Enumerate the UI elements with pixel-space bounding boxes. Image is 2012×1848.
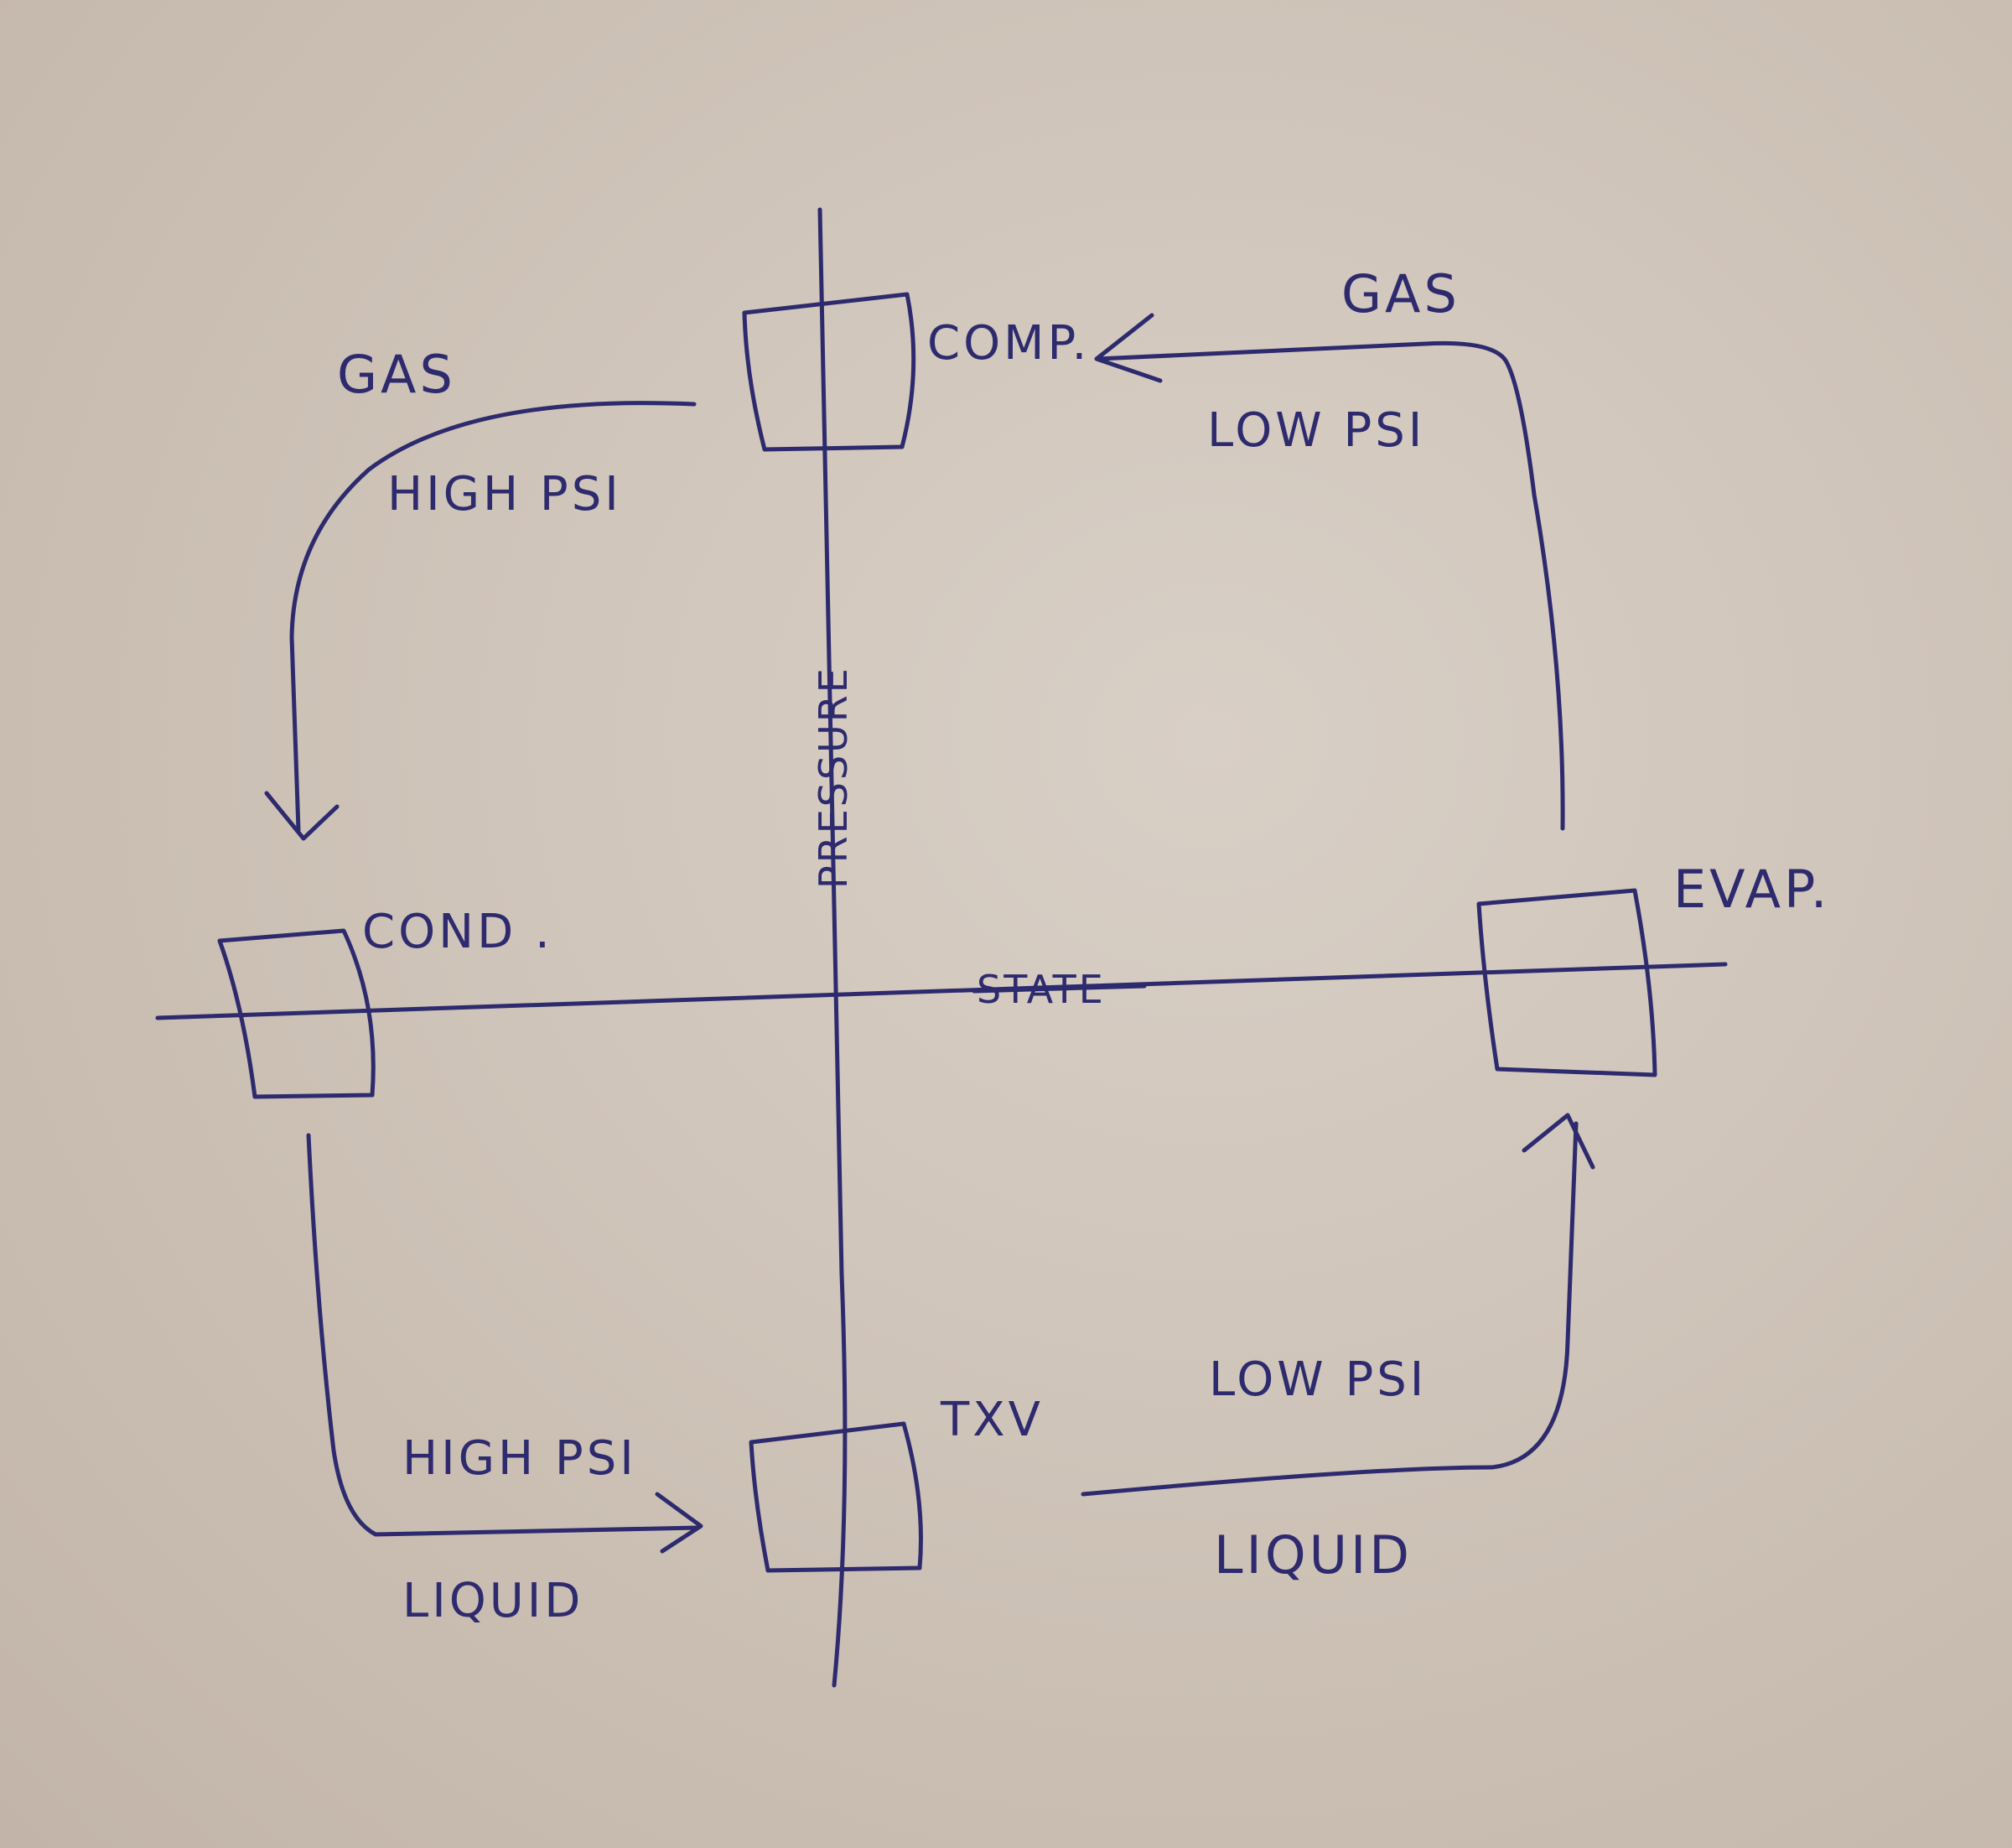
compressor-label: COMP. xyxy=(927,316,1090,371)
flow-arrow-txv-to-evap xyxy=(1081,1121,1579,1497)
flow-arrow-cond-to-txv xyxy=(306,1133,700,1537)
flow-comp-cond-state-label: GAS xyxy=(337,344,456,405)
flow-arrowhead-cond xyxy=(264,791,340,841)
flow-txv-evap-pressure-label: LOW PSI xyxy=(1209,1352,1427,1407)
flow-evap-comp-state-label: GAS xyxy=(1341,263,1460,324)
evaporator-box xyxy=(1476,888,1657,1077)
flow-arrow-comp-to-cond xyxy=(289,401,697,833)
txv-box xyxy=(749,1421,923,1573)
compressor-box xyxy=(742,292,916,452)
flow-arrowhead-txv xyxy=(655,1492,703,1554)
flow-arrowhead-evap xyxy=(1522,1113,1595,1170)
flow-evap-comp-pressure-label: LOW PSI xyxy=(1207,403,1425,458)
flow-cond-txv-pressure-label: HIGH PSI xyxy=(402,1431,637,1486)
flow-cond-txv-state-label: LIQUID xyxy=(402,1574,583,1628)
flow-comp-cond-pressure-label: HIGH PSI xyxy=(387,467,622,522)
condenser-box xyxy=(217,928,376,1099)
vertical-axis-line xyxy=(817,207,848,1688)
txv-label: TXV xyxy=(940,1393,1044,1447)
state-label-strike xyxy=(972,984,1147,994)
flow-txv-evap-state-label: LIQUID xyxy=(1214,1524,1413,1586)
pressure-axis-label: PRESSURE xyxy=(811,666,856,889)
flow-arrowhead-comp xyxy=(1094,313,1163,383)
evaporator-label: EVAP. xyxy=(1673,859,1830,920)
flow-arrow-evap-to-comp xyxy=(1096,340,1565,831)
condenser-label: COND . xyxy=(362,905,553,959)
